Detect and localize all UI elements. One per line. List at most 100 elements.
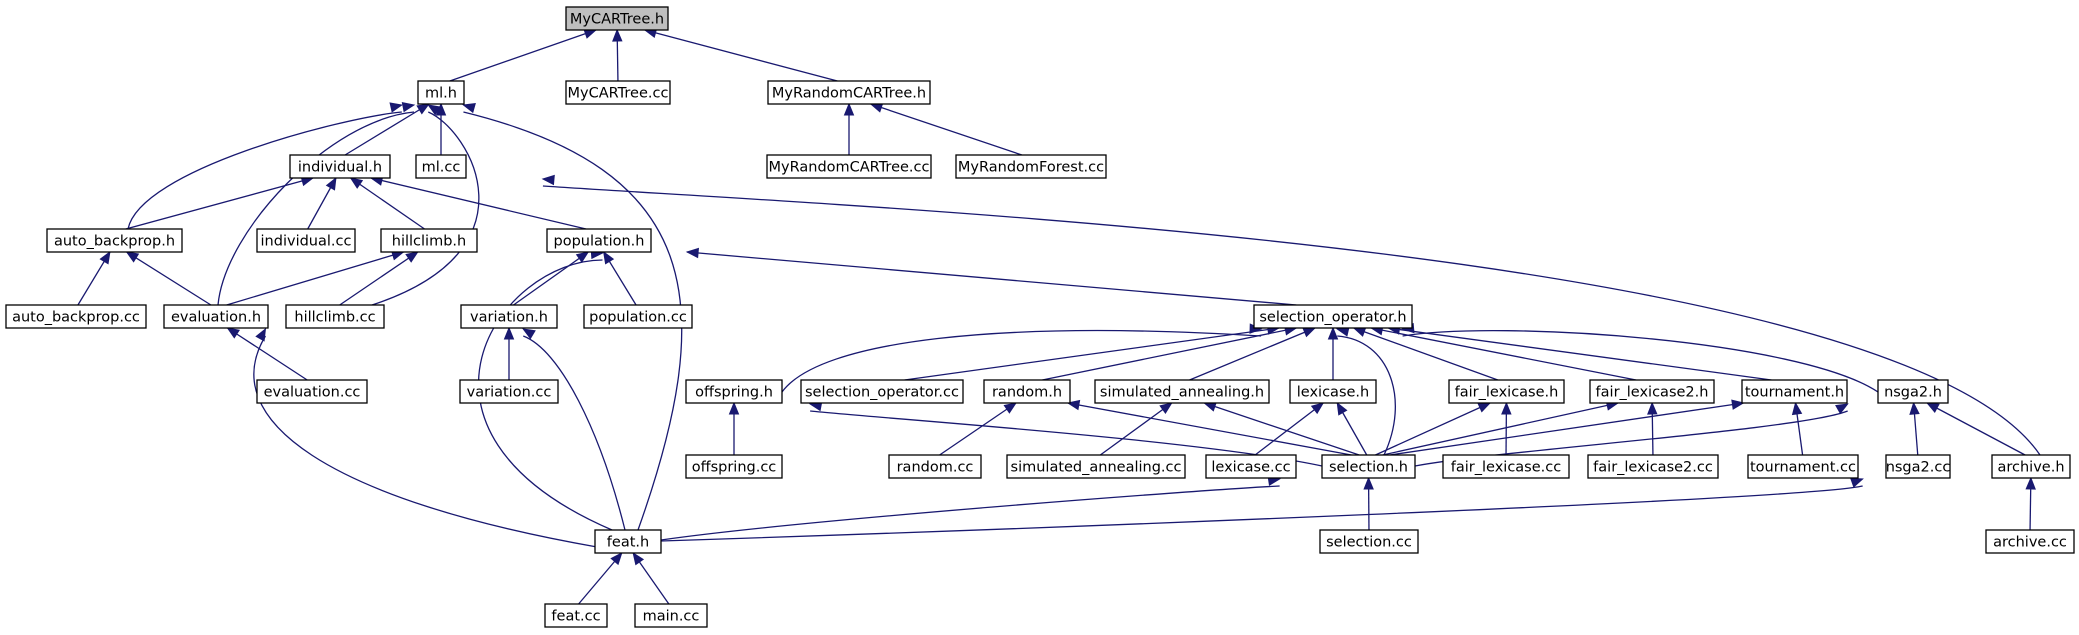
node-box[interactable] [685,454,783,479]
node-myrandomforest-cc[interactable]: MyRandomForest.cc [955,154,1107,179]
node-nsga2-h[interactable]: nsga2.h [1877,379,1949,404]
node-box[interactable] [766,154,932,179]
node-simulated-annealing-cc[interactable]: simulated_annealing.cc [1006,454,1186,479]
node-box[interactable] [1741,379,1848,404]
node-box[interactable] [1094,379,1270,404]
node-mycartree-cc[interactable]: MyCARTree.cc [565,80,671,105]
node-individual-h[interactable]: individual.h [289,154,391,179]
node-selection-operator-cc[interactable]: selection_operator.cc [800,379,964,404]
node-simulated-annealing-h[interactable]: simulated_annealing.h [1094,379,1270,404]
node-box[interactable] [1289,379,1377,404]
node-box[interactable] [544,603,608,628]
node-box[interactable] [800,379,964,404]
node-selection-cc[interactable]: selection.cc [1319,529,1419,554]
node-box[interactable] [415,154,467,179]
node-box[interactable] [285,304,385,329]
node-variation-h[interactable]: variation.h [460,304,558,329]
node-box[interactable] [417,80,465,105]
node-auto-backprop-h[interactable]: auto_backprop.h [46,228,183,253]
edge-fair_lexicase_h-to-selection_h [1375,402,1491,456]
node-archive-cc[interactable]: archive.cc [1985,529,2075,554]
node-population-h[interactable]: population.h [546,228,652,253]
node-hillclimb-h[interactable]: hillclimb.h [380,228,478,253]
node-box[interactable] [685,379,783,404]
arrowhead-offspring_h-to-offspring_cc [728,401,740,415]
node-label: selection_operator.cc [805,385,959,401]
node-lexicase-cc[interactable]: lexicase.cc [1205,454,1297,479]
node-ml-cc[interactable]: ml.cc [415,154,467,179]
node-label: population.h [554,234,645,250]
node-variation-cc[interactable]: variation.cc [459,379,559,404]
node-fair-lexicase-cc[interactable]: fair_lexicase.cc [1442,454,1570,479]
node-box[interactable] [583,304,693,329]
node-box[interactable] [1747,454,1859,479]
node-box[interactable] [955,154,1107,179]
node-box[interactable] [1006,454,1186,479]
node-box[interactable] [1253,304,1413,329]
edge-selection_h-to-feat_h [660,485,1280,541]
node-box[interactable] [5,304,147,329]
node-box[interactable] [1448,379,1565,404]
node-box[interactable] [1205,454,1297,479]
node-label: fair_lexicase.h [1455,385,1559,401]
node-box[interactable] [1877,379,1949,404]
node-box[interactable] [565,80,671,105]
node-box[interactable] [380,228,478,253]
node-box[interactable] [1885,454,1951,479]
node-label: auto_backprop.h [54,234,175,250]
node-box[interactable] [1589,379,1715,404]
node-selection-operator-h[interactable]: selection_operator.h [1253,304,1413,329]
node-box[interactable] [767,80,931,105]
node-random-h[interactable]: random.h [983,379,1071,404]
node-offspring-cc[interactable]: offspring.cc [685,454,783,479]
node-auto-backprop-cc[interactable]: auto_backprop.cc [5,304,147,329]
node-population-cc[interactable]: population.cc [583,304,693,329]
node-box[interactable] [546,228,652,253]
node-fair-lexicase-h[interactable]: fair_lexicase.h [1448,379,1565,404]
node-box[interactable] [983,379,1071,404]
node-box[interactable] [46,228,183,253]
node-tournament-h[interactable]: tournament.h [1741,379,1848,404]
node-myrandomcartree-cc[interactable]: MyRandomCARTree.cc [766,154,932,179]
node-random-cc[interactable]: random.cc [888,454,982,479]
node-mycartree-h[interactable]: MyCARTree.h [565,6,669,31]
node-box[interactable] [565,6,669,31]
node-feat-h[interactable]: feat.h [594,529,662,554]
node-box[interactable] [256,228,356,253]
node-nsga2-cc[interactable]: nsga2.cc [1885,454,1951,479]
node-individual-cc[interactable]: individual.cc [256,228,356,253]
node-box[interactable] [1442,454,1570,479]
node-archive-h[interactable]: archive.h [1991,454,2071,479]
edge-fair_lexicase2_h-to-selection_h [1382,402,1619,456]
node-box[interactable] [1985,529,2075,554]
node-box[interactable] [163,304,269,329]
node-lexicase-h[interactable]: lexicase.h [1289,379,1377,404]
node-feat-cc[interactable]: feat.cc [544,603,608,628]
node-box[interactable] [1587,454,1719,479]
node-evaluation-cc[interactable]: evaluation.cc [256,379,368,404]
node-fair-lexicase2-cc[interactable]: fair_lexicase2.cc [1587,454,1719,479]
node-box[interactable] [888,454,982,479]
node-box[interactable] [1319,529,1419,554]
node-hillclimb-cc[interactable]: hillclimb.cc [285,304,385,329]
node-box[interactable] [460,304,558,329]
node-box[interactable] [634,603,708,628]
edge-lexicase_h-to-lexicase_cc [1254,402,1324,456]
node-myrandomcartree-h[interactable]: MyRandomCARTree.h [767,80,931,105]
node-box[interactable] [256,379,368,404]
node-label: MyRandomForest.cc [958,160,1104,176]
node-box[interactable] [289,154,391,179]
node-offspring-h[interactable]: offspring.h [685,379,783,404]
node-box[interactable] [459,379,559,404]
edge-auto_backprop_h-to-evaluation_h [126,251,212,306]
node-box[interactable] [594,529,662,554]
node-box[interactable] [1991,454,2071,479]
node-fair-lexicase2-h[interactable]: fair_lexicase2.h [1589,379,1715,404]
node-ml-h[interactable]: ml.h [417,80,465,105]
node-selection-h[interactable]: selection.h [1321,454,1416,479]
node-tournament-cc[interactable]: tournament.cc [1747,454,1859,479]
node-box[interactable] [1321,454,1416,479]
node-label: fair_lexicase2.h [1596,385,1709,401]
node-main-cc[interactable]: main.cc [634,603,708,628]
node-evaluation-h[interactable]: evaluation.h [163,304,269,329]
